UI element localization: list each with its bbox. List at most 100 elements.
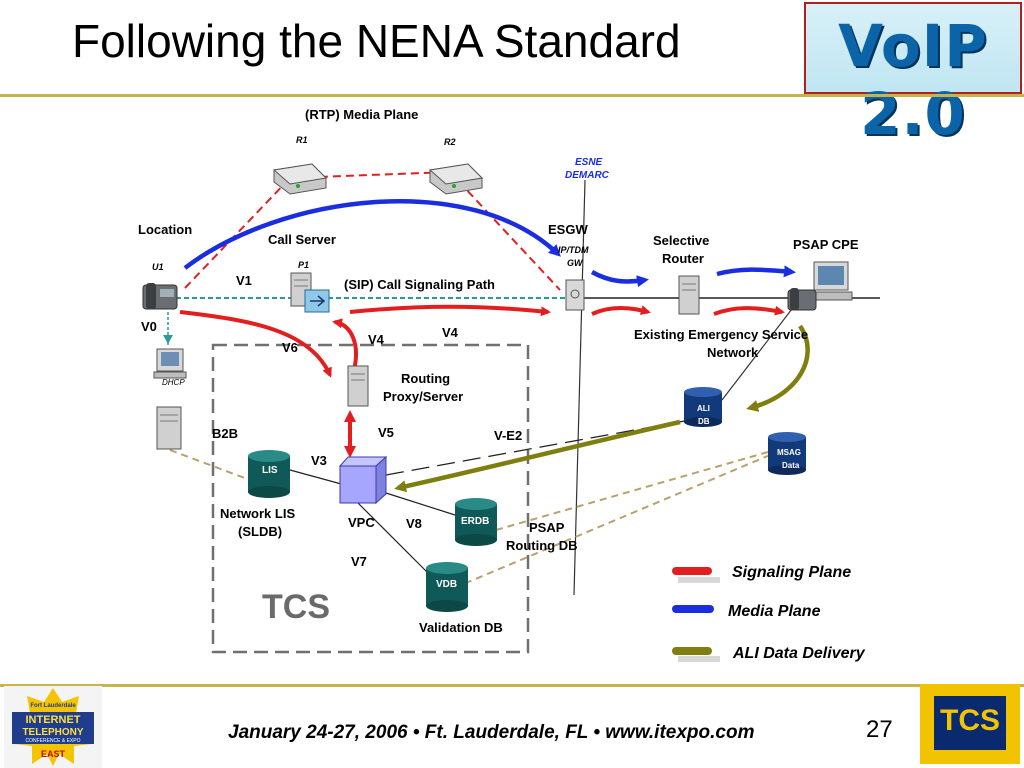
signal-v4-back <box>332 318 358 371</box>
v3-label: V3 <box>311 453 327 468</box>
selective-router-icon <box>678 275 700 315</box>
router-r2-icon <box>428 163 484 195</box>
routing-label: Routing <box>401 371 450 386</box>
routing-proxy-server-icon <box>347 365 369 407</box>
media-plane-label: (RTP) Media Plane <box>305 107 418 122</box>
psap-label: PSAP <box>529 520 565 535</box>
demarc-label: DEMARC <box>565 170 610 181</box>
ali-delivery-psap <box>746 324 810 412</box>
v8-label: V8 <box>406 516 422 531</box>
gw-label: GW <box>567 258 584 268</box>
r1-label: R1 <box>296 135 308 145</box>
b2b-server-icon <box>156 406 182 450</box>
tcs-boundary <box>211 343 530 654</box>
msag-database-icon <box>768 432 806 475</box>
expo-logo-line-1: Fort Lauderdale <box>30 703 76 709</box>
call-server-p1-icon <box>290 272 330 313</box>
voip-logo: VoIP 2.0 <box>804 2 1022 148</box>
dhcp-computer-icon <box>153 348 187 379</box>
v0-label: V0 <box>141 319 157 334</box>
vdb-database-icon <box>426 562 468 612</box>
sip-path-label: (SIP) Call Signaling Path <box>344 277 495 292</box>
lis-vpc-line <box>289 469 346 486</box>
media-to-router <box>590 270 649 288</box>
legend: Signaling Plane Media Plane ALI Data Del… <box>672 564 866 662</box>
page-number: 27 <box>866 716 893 743</box>
footer-text: January 24-27, 2006 • Ft. Lauderdale, FL… <box>228 722 755 743</box>
v5-label: V5 <box>378 425 394 440</box>
legend-ali-label: ALI Data Delivery <box>732 645 866 662</box>
psap-cpe-label: PSAP CPE <box>793 237 859 252</box>
lis-database-icon <box>248 450 290 498</box>
b2b-label: B2B <box>212 426 238 441</box>
tcs-box-label: TCS <box>262 588 330 626</box>
vpc-erdb-line <box>385 492 456 516</box>
tcs-logo: TCS <box>920 684 1020 764</box>
dhcp-label: DHCP <box>162 378 185 387</box>
legend-signaling: Signaling Plane <box>672 564 851 583</box>
media-to-psap <box>716 265 796 278</box>
dhcp-arrow <box>163 335 173 344</box>
network-lis-label-1: Network LIS <box>220 506 295 521</box>
tcs-logo-inner: TCS <box>934 696 1006 750</box>
esgw-label: ESGW <box>548 222 588 237</box>
esne-demarc-line <box>573 179 586 596</box>
erdb-database-icon <box>455 498 497 546</box>
legend-signaling-label: Signaling Plane <box>732 564 851 581</box>
voip-logo-text: VoIP 2.0 <box>838 12 988 148</box>
v6-label: V6 <box>282 340 298 355</box>
ali-db-label-2: DB <box>698 417 710 426</box>
phone-u1-icon <box>142 283 178 310</box>
legend-media-label: Media Plane <box>728 603 821 620</box>
signal-u1-routing <box>179 310 332 378</box>
legend-ali: ALI Data Delivery <box>672 645 866 662</box>
existing-network-label-1: Existing Emergency Service <box>634 327 808 342</box>
esne-label: ESNE <box>575 157 603 168</box>
msag-erdb-dashed <box>495 451 769 531</box>
call-server-label: Call Server <box>268 232 336 247</box>
ali-delivery-vpc <box>394 419 681 493</box>
media-plane-arc <box>183 199 561 270</box>
router-r1-icon <box>272 163 328 195</box>
expo-logo-line-4: CONFERENCE & EXPO <box>25 738 80 744</box>
esgw-gateway-icon <box>565 279 585 311</box>
p1-label: P1 <box>298 260 309 270</box>
psap-ali-line <box>721 304 796 401</box>
v4-label-right: V4 <box>442 325 459 340</box>
vdb-db-label: VDB <box>436 579 457 590</box>
signal-p1-esgw <box>349 304 551 317</box>
v4-label-left: V4 <box>368 332 385 347</box>
v1-label: V1 <box>236 273 252 288</box>
footer-divider <box>0 684 1024 687</box>
b2b-dashed-line <box>169 449 251 481</box>
msag-label-1: MSAG <box>777 448 801 457</box>
u1-label: U1 <box>152 262 164 272</box>
expo-logo-line-5: EAST <box>41 749 66 759</box>
router-label: Router <box>662 251 704 266</box>
vpc-cube-icon <box>338 455 388 505</box>
ali-database-icon <box>684 387 722 427</box>
routing-db-label: Routing DB <box>506 538 577 553</box>
ali-db-label-1: ALI <box>697 404 710 413</box>
msag-vdb-dashed <box>465 454 771 584</box>
proxy-server-label: Proxy/Server <box>383 389 463 404</box>
lis-db-label: LIS <box>262 465 278 476</box>
msag-label-2: Data <box>782 461 800 470</box>
nena-diagram: TCS <box>138 107 880 662</box>
network-lis-label-2: (SLDB) <box>238 524 282 539</box>
vpc-vdb-line <box>357 502 431 576</box>
validation-db-label: Validation DB <box>419 620 503 635</box>
v7-label: V7 <box>351 554 367 569</box>
expo-logo-line-2: INTERNET <box>26 714 81 726</box>
existing-network-label-2: Network <box>707 345 759 360</box>
ip-tdm-label: IP/TDM <box>558 245 589 255</box>
tcs-logo-text: TCS <box>940 704 1000 737</box>
title-divider <box>0 94 1024 97</box>
signal-esgw-router <box>591 305 651 316</box>
psap-cpe-icon <box>787 261 853 311</box>
media-route-dashed <box>184 170 561 291</box>
slide-title: Following the NENA Standard <box>72 15 681 67</box>
r2-label: R2 <box>444 137 456 147</box>
signal-router-psap <box>713 305 785 316</box>
location-label: Location <box>138 222 192 237</box>
